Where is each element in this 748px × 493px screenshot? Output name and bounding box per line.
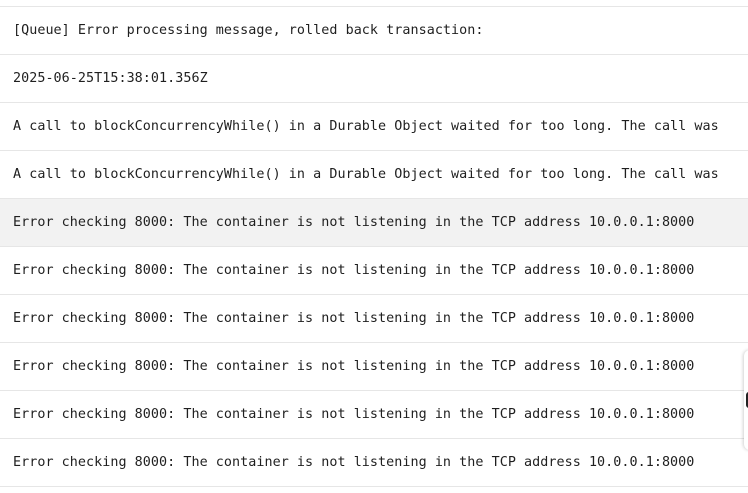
log-row[interactable]: Error checking 8000: The container is no…: [0, 343, 748, 391]
log-message: 2025-06-25T15:38:01.356Z: [13, 71, 208, 86]
log-row[interactable]: [Queue] Error processing message, rolled…: [0, 7, 748, 55]
log-row-highlighted[interactable]: Error checking 8000: The container is no…: [0, 199, 748, 247]
log-row[interactable]: A call to blockConcurrencyWhile() in a D…: [0, 103, 748, 151]
log-message: A call to blockConcurrencyWhile() in a D…: [13, 119, 719, 134]
log-row[interactable]: A call to blockConcurrencyWhile() in a D…: [0, 151, 748, 199]
log-row[interactable]: Error checking 8000: The container is no…: [0, 439, 748, 487]
log-row[interactable]: Error checking 8000: The container is no…: [0, 247, 748, 295]
log-message: Error checking 8000: The container is no…: [13, 263, 695, 278]
log-row[interactable]: Error checking 8000: The container is no…: [0, 295, 748, 343]
drag-handle-icon[interactable]: [746, 392, 748, 408]
log-message: [Queue] Error processing message, rolled…: [13, 23, 484, 38]
log-message: Error checking 8000: The container is no…: [13, 407, 695, 422]
log-message: Error checking 8000: The container is no…: [13, 215, 695, 230]
log-message: A call to blockConcurrencyWhile() in a D…: [13, 167, 719, 182]
log-message: Error checking 8000: The container is no…: [13, 359, 695, 374]
log-message: Error checking 8000: The container is no…: [13, 455, 695, 470]
divider: [0, 6, 748, 7]
log-message: Error checking 8000: The container is no…: [13, 311, 695, 326]
log-row[interactable]: 2025-06-25T15:38:01.356Z: [0, 55, 748, 103]
log-row[interactable]: Error checking 8000: The container is no…: [0, 391, 748, 439]
